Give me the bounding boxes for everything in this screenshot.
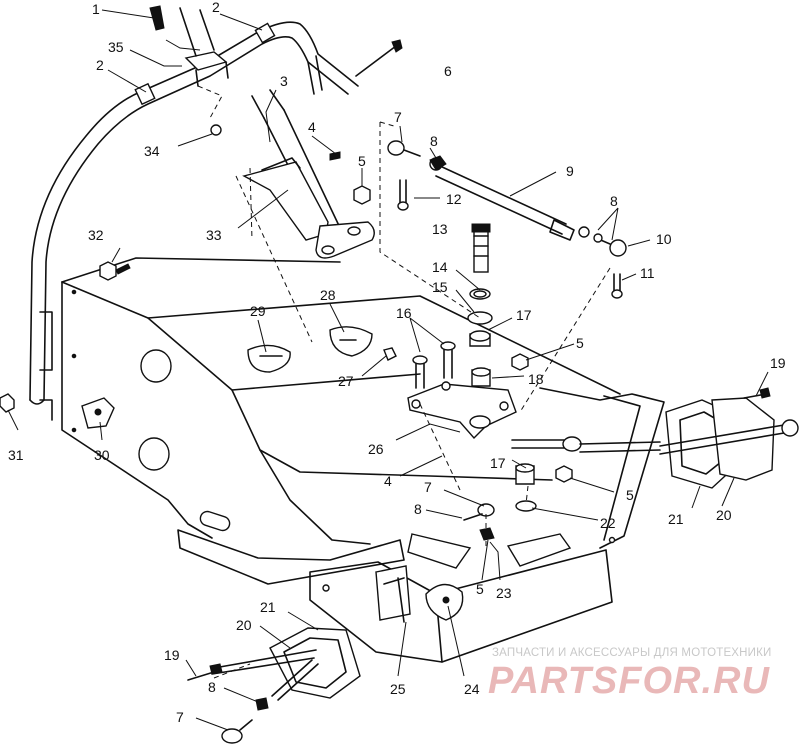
part-number-16: 16	[396, 305, 412, 321]
part-number-22: 22	[600, 515, 616, 531]
part-number-21: 21	[260, 599, 276, 615]
part-number-4: 4	[308, 119, 316, 135]
part-number-8: 8	[610, 193, 618, 209]
part-labels: 1 2 2 35 3 6 34 4 5 7 8 9 12 33 8 10 32 …	[8, 0, 786, 725]
frame-panel	[39, 257, 665, 663]
part-number-11: 11	[640, 265, 655, 281]
part-number-8: 8	[430, 133, 438, 149]
part-number-4: 4	[384, 473, 392, 489]
part-number-2: 2	[212, 0, 220, 15]
part-number-7: 7	[394, 109, 402, 125]
part-number-3: 3	[280, 73, 288, 89]
hardware	[0, 5, 771, 744]
part-number-5: 5	[358, 153, 366, 169]
part-number-7: 7	[424, 479, 432, 495]
part-number-6: 6	[444, 63, 452, 79]
pivot-stack	[407, 225, 661, 512]
part-number-14: 14	[432, 259, 448, 275]
part-number-20: 20	[716, 507, 732, 523]
part-number-27: 27	[338, 373, 354, 389]
part-number-19: 19	[164, 647, 180, 663]
part-number-5: 5	[476, 581, 484, 597]
leader-lines	[7, 9, 769, 731]
part-number-29: 29	[250, 303, 266, 319]
part-number-12: 12	[446, 191, 462, 207]
steering-post	[242, 89, 375, 259]
part-number-25: 25	[390, 681, 406, 697]
part-number-33: 33	[206, 227, 222, 243]
part-number-10: 10	[656, 231, 672, 247]
part-number-26: 26	[368, 441, 384, 457]
part-number-13: 13	[432, 221, 448, 237]
part-number-2: 2	[96, 57, 104, 73]
part-number-9: 9	[566, 163, 574, 179]
watermark-logo: PARTSFOR.RU	[488, 660, 770, 702]
handlebar	[29, 7, 359, 405]
spindle-left	[211, 627, 361, 701]
part-number-20: 20	[236, 617, 252, 633]
part-number-32: 32	[88, 227, 104, 243]
part-number-28: 28	[320, 287, 336, 303]
part-number-30: 30	[94, 447, 110, 463]
part-number-31: 31	[8, 447, 24, 463]
part-number-24: 24	[464, 681, 480, 697]
part-number-17: 17	[516, 307, 532, 323]
part-number-7: 7	[176, 709, 184, 725]
part-number-8: 8	[414, 501, 422, 517]
part-number-19: 19	[770, 355, 786, 371]
part-number-23: 23	[496, 585, 512, 601]
part-number-8: 8	[208, 679, 216, 695]
alignment-lines	[197, 85, 611, 679]
watermark-caption: ЗАПЧАСТИ И АКСЕССУАРЫ ДЛЯ МОТОТЕХНИКИ	[492, 647, 772, 659]
part-number-21: 21	[668, 511, 684, 527]
part-number-1: 1	[92, 1, 100, 17]
part-number-15: 15	[432, 279, 448, 295]
part-number-34: 34	[144, 143, 160, 159]
part-number-18: 18	[528, 371, 544, 387]
part-number-17: 17	[490, 455, 506, 471]
part-number-35: 35	[108, 39, 124, 55]
part-number-5: 5	[576, 335, 584, 351]
spindle-right	[659, 397, 799, 489]
part-number-5: 5	[626, 487, 634, 503]
